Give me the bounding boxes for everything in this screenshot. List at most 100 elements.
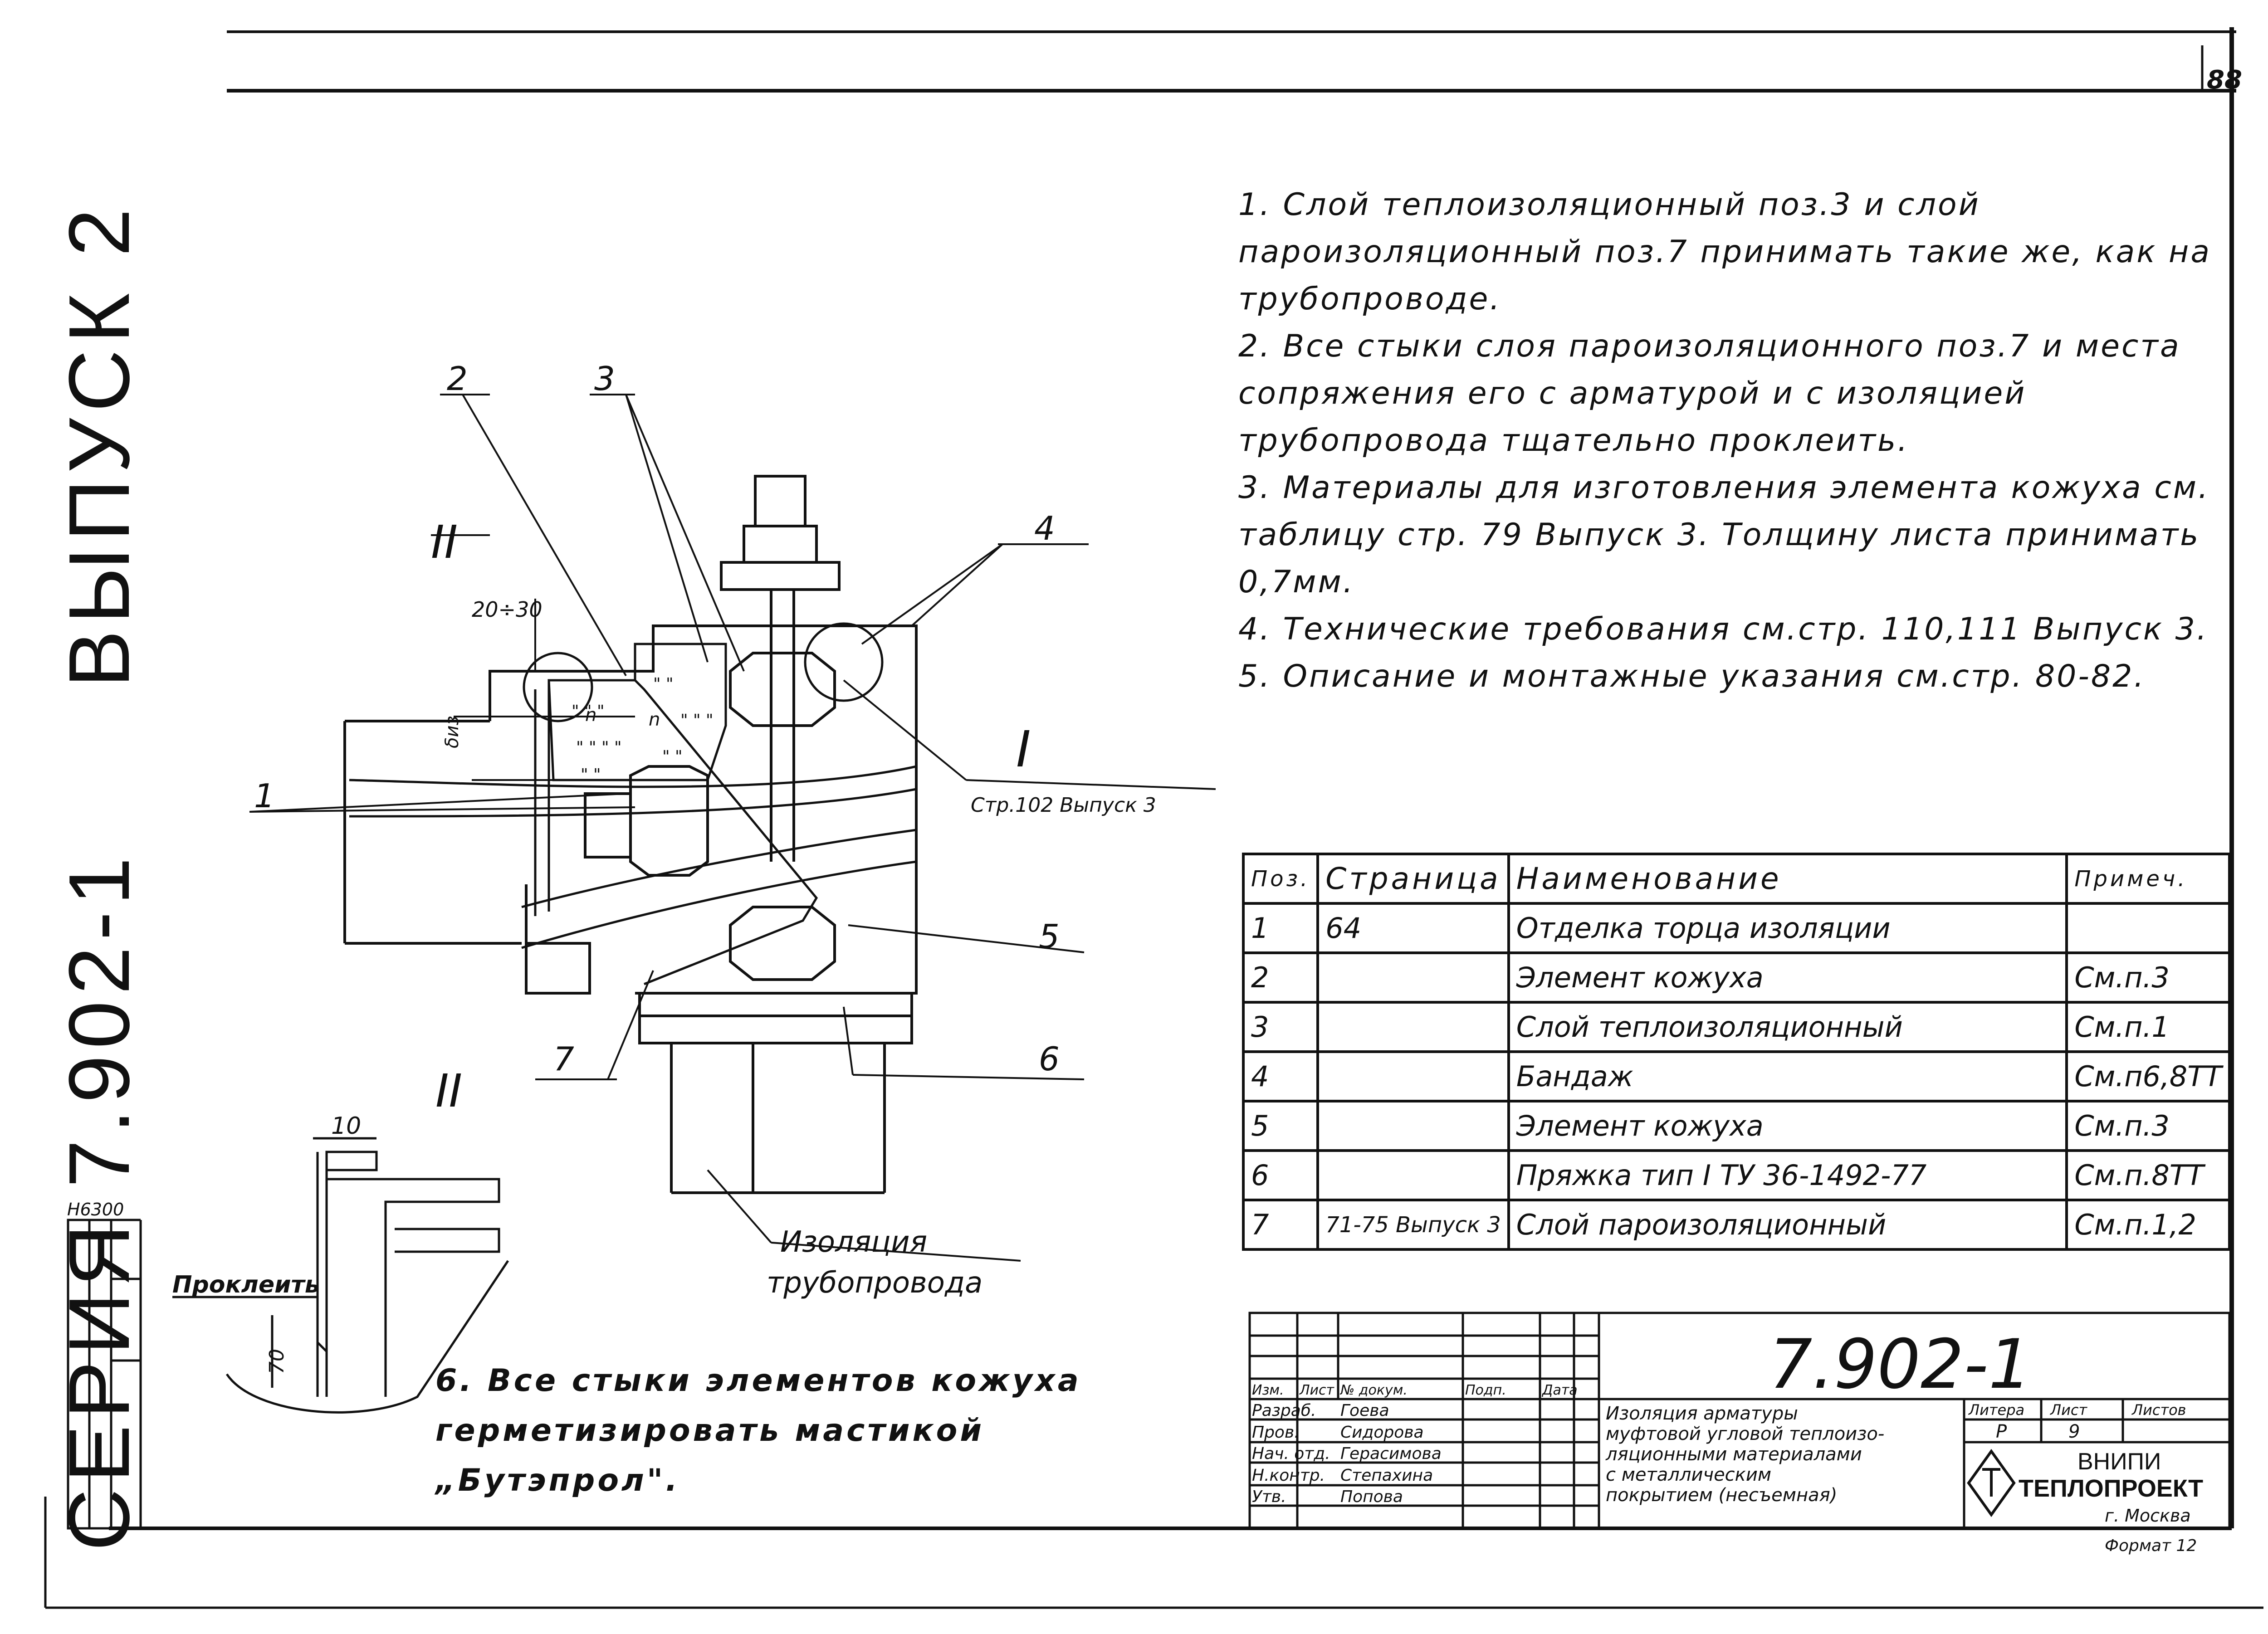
svg-text:" ": " " [581,766,601,784]
section-I-mark: I [1016,720,1031,778]
bandage [349,622,917,949]
spec-page [1316,1050,1510,1102]
callout-4: 4 [1034,509,1055,547]
note-6: 6. Все стыки элементов кожуха герметизир… [435,1363,1081,1498]
title-block [1248,1312,2231,1530]
detail-glue-label: Проклеить [172,1271,320,1298]
issue-label: ВЫПУСК 2 [51,202,147,688]
spec-pos: 3 [1242,1001,1320,1053]
spec-page [1316,1100,1510,1152]
side-code: Н6300 [67,1200,124,1219]
tb-sheet: 9 [2068,1421,2080,1442]
org-logo [1967,1449,2016,1517]
note-2: 2. Все стыки слоя пароизоляционного поз.… [1238,328,2181,458]
title-block-head: Изм. Лист № докум. Подп. Дата [1252,1382,1578,1398]
mark-n-1: n [585,705,596,726]
section-ref: Стр.102 Выпуск 3 [971,794,1156,817]
title-block-people: Разраб. Гоева Пров. Сидорова Нач. отд. Г… [1252,1401,1442,1506]
spec-name: Слой пароизоляционный [1507,1199,2068,1251]
note-5: 5. Описание и монтажные указания см.стр.… [1238,658,2146,694]
tb-head-sheet: Лист [1299,1382,1335,1398]
table-row: 6 Пряжка тип I ТУ 36-1492-77 См.п.8ТТ [1242,1149,2231,1201]
org-name-1: ВНИПИ [2077,1449,2161,1475]
tb-head-doc: № докум. [1339,1382,1408,1398]
note-1: 1. Слой теплоизоляционный поз.3 и слой п… [1238,187,2212,317]
callout-2: 2 [447,360,468,398]
spec-name: Бандаж [1507,1050,2068,1102]
spec-pos: 7 [1242,1199,1320,1251]
tb-title-1: Изоляция арматуры [1606,1403,1798,1424]
spec-pos: 2 [1242,951,1320,1004]
tb-stage: Р [1996,1421,2007,1442]
spec-note [2065,902,2231,954]
page-number: 88 [2207,65,2242,95]
callout-1: 1 [254,777,275,815]
spec-page [1316,1149,1510,1201]
note-4: 4. Технические требования см.стр. 110,11… [1238,611,2209,647]
notes-block: 1. Слой теплоизоляционный поз.3 и слой п… [1238,181,2227,700]
tb-head-date: Дата [1541,1382,1578,1398]
callout-7: 7 [553,1040,574,1078]
tb-title-2: муфтовой угловой теплоизо- [1606,1424,1884,1444]
tb-role-3: Нач. отд. [1252,1444,1330,1463]
spec-name: Слой теплоизоляционный [1507,1001,2068,1053]
spec-pos: 1 [1242,902,1320,954]
tb-head-rev: Изм. [1252,1382,1284,1398]
pipe-insulation-label-1: Изоляция [780,1225,927,1259]
detail-dim-10: 10 [331,1112,361,1140]
callout-6: 6 [1039,1040,1060,1078]
svg-text:" " " ": " " " " [576,738,622,757]
spec-header-page: Страница [1316,853,1510,905]
org-name-2: ТЕПЛОПРОЕКТ [2019,1475,2203,1502]
spec-header-row: Поз. Страница Наименование Примеч. [1242,853,2231,905]
pipe-outline [343,624,918,1194]
table-row: 5 Элемент кожуха См.п.3 [1242,1100,2231,1152]
detail-II [172,1137,509,1414]
section-II-mark-bottom: II [435,1064,462,1117]
tb-stage-label: Литера [1968,1401,2024,1419]
spec-page [1316,951,1510,1004]
spec-name: Элемент кожуха [1507,1100,2068,1152]
tb-role-1: Разраб. [1252,1401,1316,1420]
title-block-title: Изоляция арматуры муфтовой угловой тепло… [1605,1403,1884,1506]
tb-title-3: ляционными материалами [1605,1444,1862,1465]
tb-name-1: Гоева [1340,1401,1389,1420]
dim-gap: 20÷30 [472,597,543,622]
tb-name-3: Герасимова [1340,1444,1442,1463]
table-row: 3 Слой теплоизоляционный См.п.1 [1242,1001,2231,1053]
spec-table: Поз. Страница Наименование Примеч. 1 64 … [1242,853,2231,1251]
spec-note: См.п.3 [2065,951,2231,1004]
spec-header-name: Наименование [1507,853,2068,905]
tb-sheets-label: Листов [2131,1401,2186,1419]
spec-note: См.п.8ТТ [2065,1149,2231,1201]
spec-header-note: Примеч. [2065,853,2231,905]
pipe-insulation-label-2: трубопровода [767,1266,982,1300]
side-title: СЕРИЯ 7.902-1 ВЫПУСК 2 [50,202,149,1551]
tb-title-5: покрытием (несъемная) [1606,1485,1837,1506]
spec-note: См.п6,8ТТ [2065,1050,2231,1102]
table-row: 2 Элемент кожуха См.п.3 [1242,951,2231,1004]
tb-name-4: Степахина [1340,1466,1433,1485]
spec-pos: 5 [1242,1100,1320,1152]
svg-text:" " ": " " " [680,711,714,730]
tb-name-2: Сидорова [1340,1423,1424,1442]
format-label: Формат 12 [2105,1536,2197,1555]
doc-number: 7.902-1 [1769,1325,2032,1404]
tb-name-5: Попова [1340,1488,1403,1506]
table-row: 4 Бандаж См.п6,8ТТ [1242,1050,2231,1102]
insulation-hatch: " " "" " " " " "" " " " "" " [572,675,714,784]
spec-page: 71-75 Выпуск 3 [1316,1199,1510,1251]
spec-page: 64 [1316,902,1510,954]
series-label: СЕРИЯ 7.902-1 [51,851,147,1551]
svg-text:" ": " " [653,675,674,693]
spec-note: См.п.1,2 [2065,1199,2231,1251]
spec-name: Отделка торца изоляции [1507,902,2068,954]
section-II-mark-top: II [431,516,458,569]
tb-role-2: Пров. [1252,1423,1300,1442]
mark-n-2: n [649,709,660,730]
spec-note: См.п.3 [2065,1100,2231,1152]
tb-title-4: с металлическим [1606,1464,1771,1485]
leader-lines [249,394,1216,1262]
callout-5: 5 [1039,917,1060,956]
